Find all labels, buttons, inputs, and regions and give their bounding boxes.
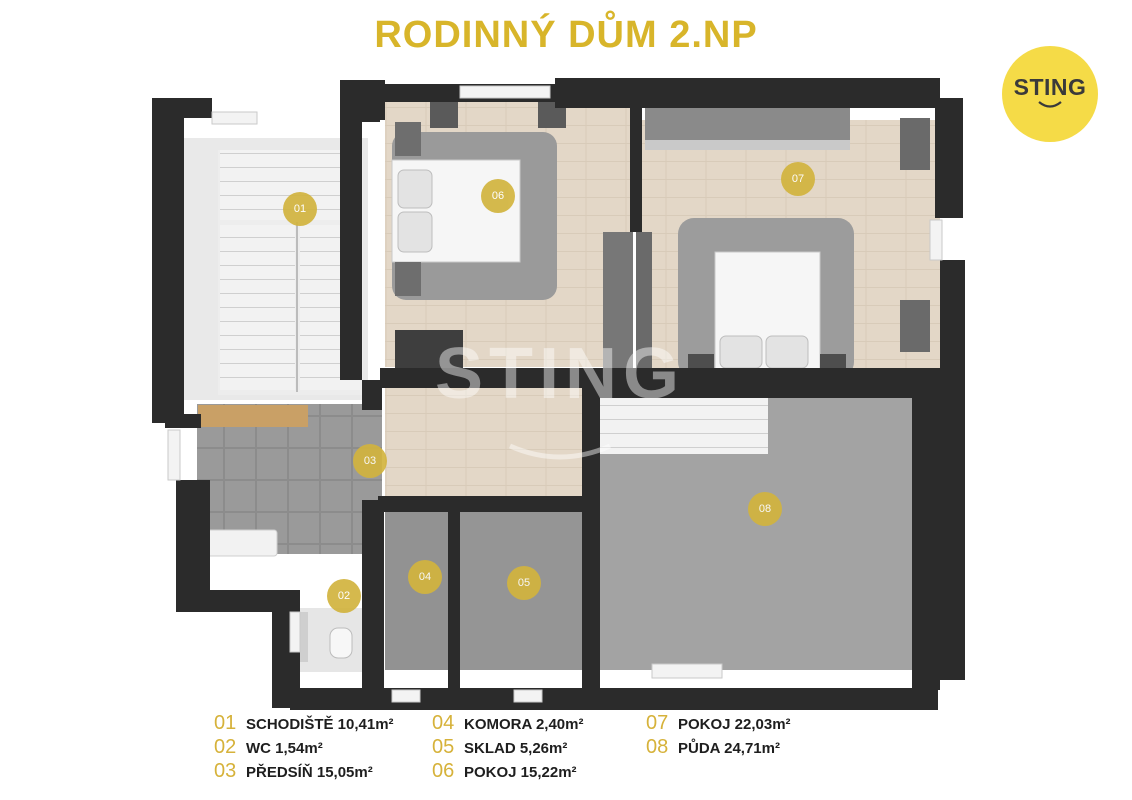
room-marker-03: 03 xyxy=(353,444,387,478)
legend-item-02: 02 WC 1,54m² xyxy=(214,736,394,760)
legend-number: 04 xyxy=(432,712,455,734)
legend-label: KOMORA 2,40m² xyxy=(464,716,584,733)
bedroom-06-furniture xyxy=(391,100,633,374)
watermark-smile-icon xyxy=(508,443,612,460)
legend-number: 06 xyxy=(432,760,455,782)
watermark-text: STING xyxy=(435,334,685,414)
fixtures xyxy=(201,529,353,662)
legend-item-03: 03 PŘEDSÍŇ 15,05m² xyxy=(214,760,394,784)
legend-column-2: 04 KOMORA 2,40m² 05 SKLAD 5,26m² 06 POKOJ 1… xyxy=(432,712,583,784)
legend-label: WC 1,54m² xyxy=(246,740,323,757)
room-marker-04: 04 xyxy=(408,560,442,594)
legend-item-07: 07 POKOJ 22,03m² xyxy=(646,712,791,736)
legend-number: 01 xyxy=(214,712,237,734)
legend-label: SKLAD 5,26m² xyxy=(464,740,568,757)
room-marker-07: 07 xyxy=(781,162,815,196)
page-title: RODINNÝ DŮM 2.NP xyxy=(374,14,758,56)
floor-plan: STING xyxy=(152,78,965,710)
legend-item-01: 01 SCHODIŠTĚ 10,41m² xyxy=(214,712,394,736)
smile-icon xyxy=(1038,101,1062,108)
room-marker-08: 08 xyxy=(748,492,782,526)
legend-item-05: 05 SKLAD 5,26m² xyxy=(432,736,583,760)
room-marker-06: 06 xyxy=(481,179,515,213)
legend-number: 02 xyxy=(214,736,237,758)
windows xyxy=(167,85,943,703)
legend-number: 03 xyxy=(214,760,237,782)
legend-item-04: 04 KOMORA 2,40m² xyxy=(432,712,583,736)
legend-column-3: 07 POKOJ 22,03m² 08 PŮDA 24,71m² xyxy=(646,712,791,760)
legend-label: POKOJ 22,03m² xyxy=(678,716,791,733)
legend-column-1: 01 SCHODIŠTĚ 10,41m² 02 WC 1,54m² 03 PŘEDSÍ… xyxy=(214,712,394,784)
legend-number: 05 xyxy=(432,736,455,758)
logo-text: STING xyxy=(1013,74,1087,100)
room-marker-01: 01 xyxy=(283,192,317,226)
attic-stairs xyxy=(600,398,768,454)
walls xyxy=(152,78,965,710)
legend-label: SCHODIŠTĚ 10,41m² xyxy=(246,716,394,733)
sting-logo: STING xyxy=(1002,46,1098,142)
legend-number: 07 xyxy=(646,712,669,734)
legend-label: PŮDA 24,71m² xyxy=(678,740,780,757)
legend-label: POKOJ 15,22m² xyxy=(464,764,577,781)
bedroom-07-furniture xyxy=(636,108,930,378)
room-marker-02: 02 xyxy=(327,579,361,613)
staircase xyxy=(198,150,363,427)
room-marker-05: 05 xyxy=(507,566,541,600)
legend-item-06: 06 POKOJ 15,22m² xyxy=(432,760,583,784)
legend-item-08: 08 PŮDA 24,71m² xyxy=(646,736,791,760)
legend-label: PŘEDSÍŇ 15,05m² xyxy=(246,764,373,781)
legend-number: 08 xyxy=(646,736,669,758)
